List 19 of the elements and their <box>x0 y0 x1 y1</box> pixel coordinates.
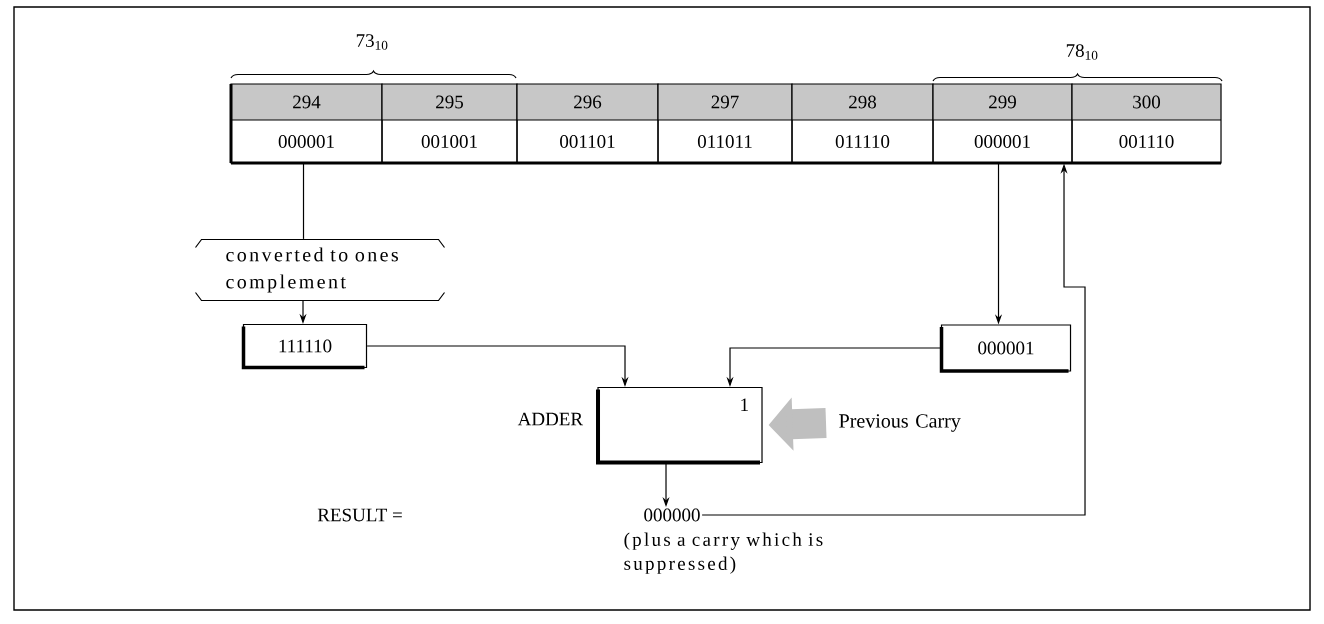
label: 73$_{10}$ <box>356 34 388 50</box>
result-value: 000000 <box>644 508 700 522</box>
bracket-band: converted to ones complement <box>194 238 446 302</box>
register-box: 111110 <box>241 323 368 370</box>
memory-cell: 299 000001 <box>932 83 1073 165</box>
memory-cell: 297 011011 <box>657 83 793 165</box>
node-label: ADDER <box>517 412 584 426</box>
label: 78$_{10}$ <box>1066 44 1098 60</box>
note: (plus a carry which is suppressed) <box>624 532 823 574</box>
adder-box: ADDER 1 <box>517 386 763 465</box>
memory-cell: 295 001001 <box>381 83 518 165</box>
memory-cell: 300 001110 <box>1071 83 1222 165</box>
carry-label: Previous Carry <box>839 414 961 432</box>
memory-cell: 294 000001 <box>229 83 383 165</box>
label: RESULT = <box>317 508 402 522</box>
register-box: 000001 <box>939 324 1072 373</box>
memory-cell: 296 001101 <box>516 83 659 165</box>
connector-line <box>302 163 305 240</box>
memory-cell: 298 011110 <box>791 83 934 165</box>
